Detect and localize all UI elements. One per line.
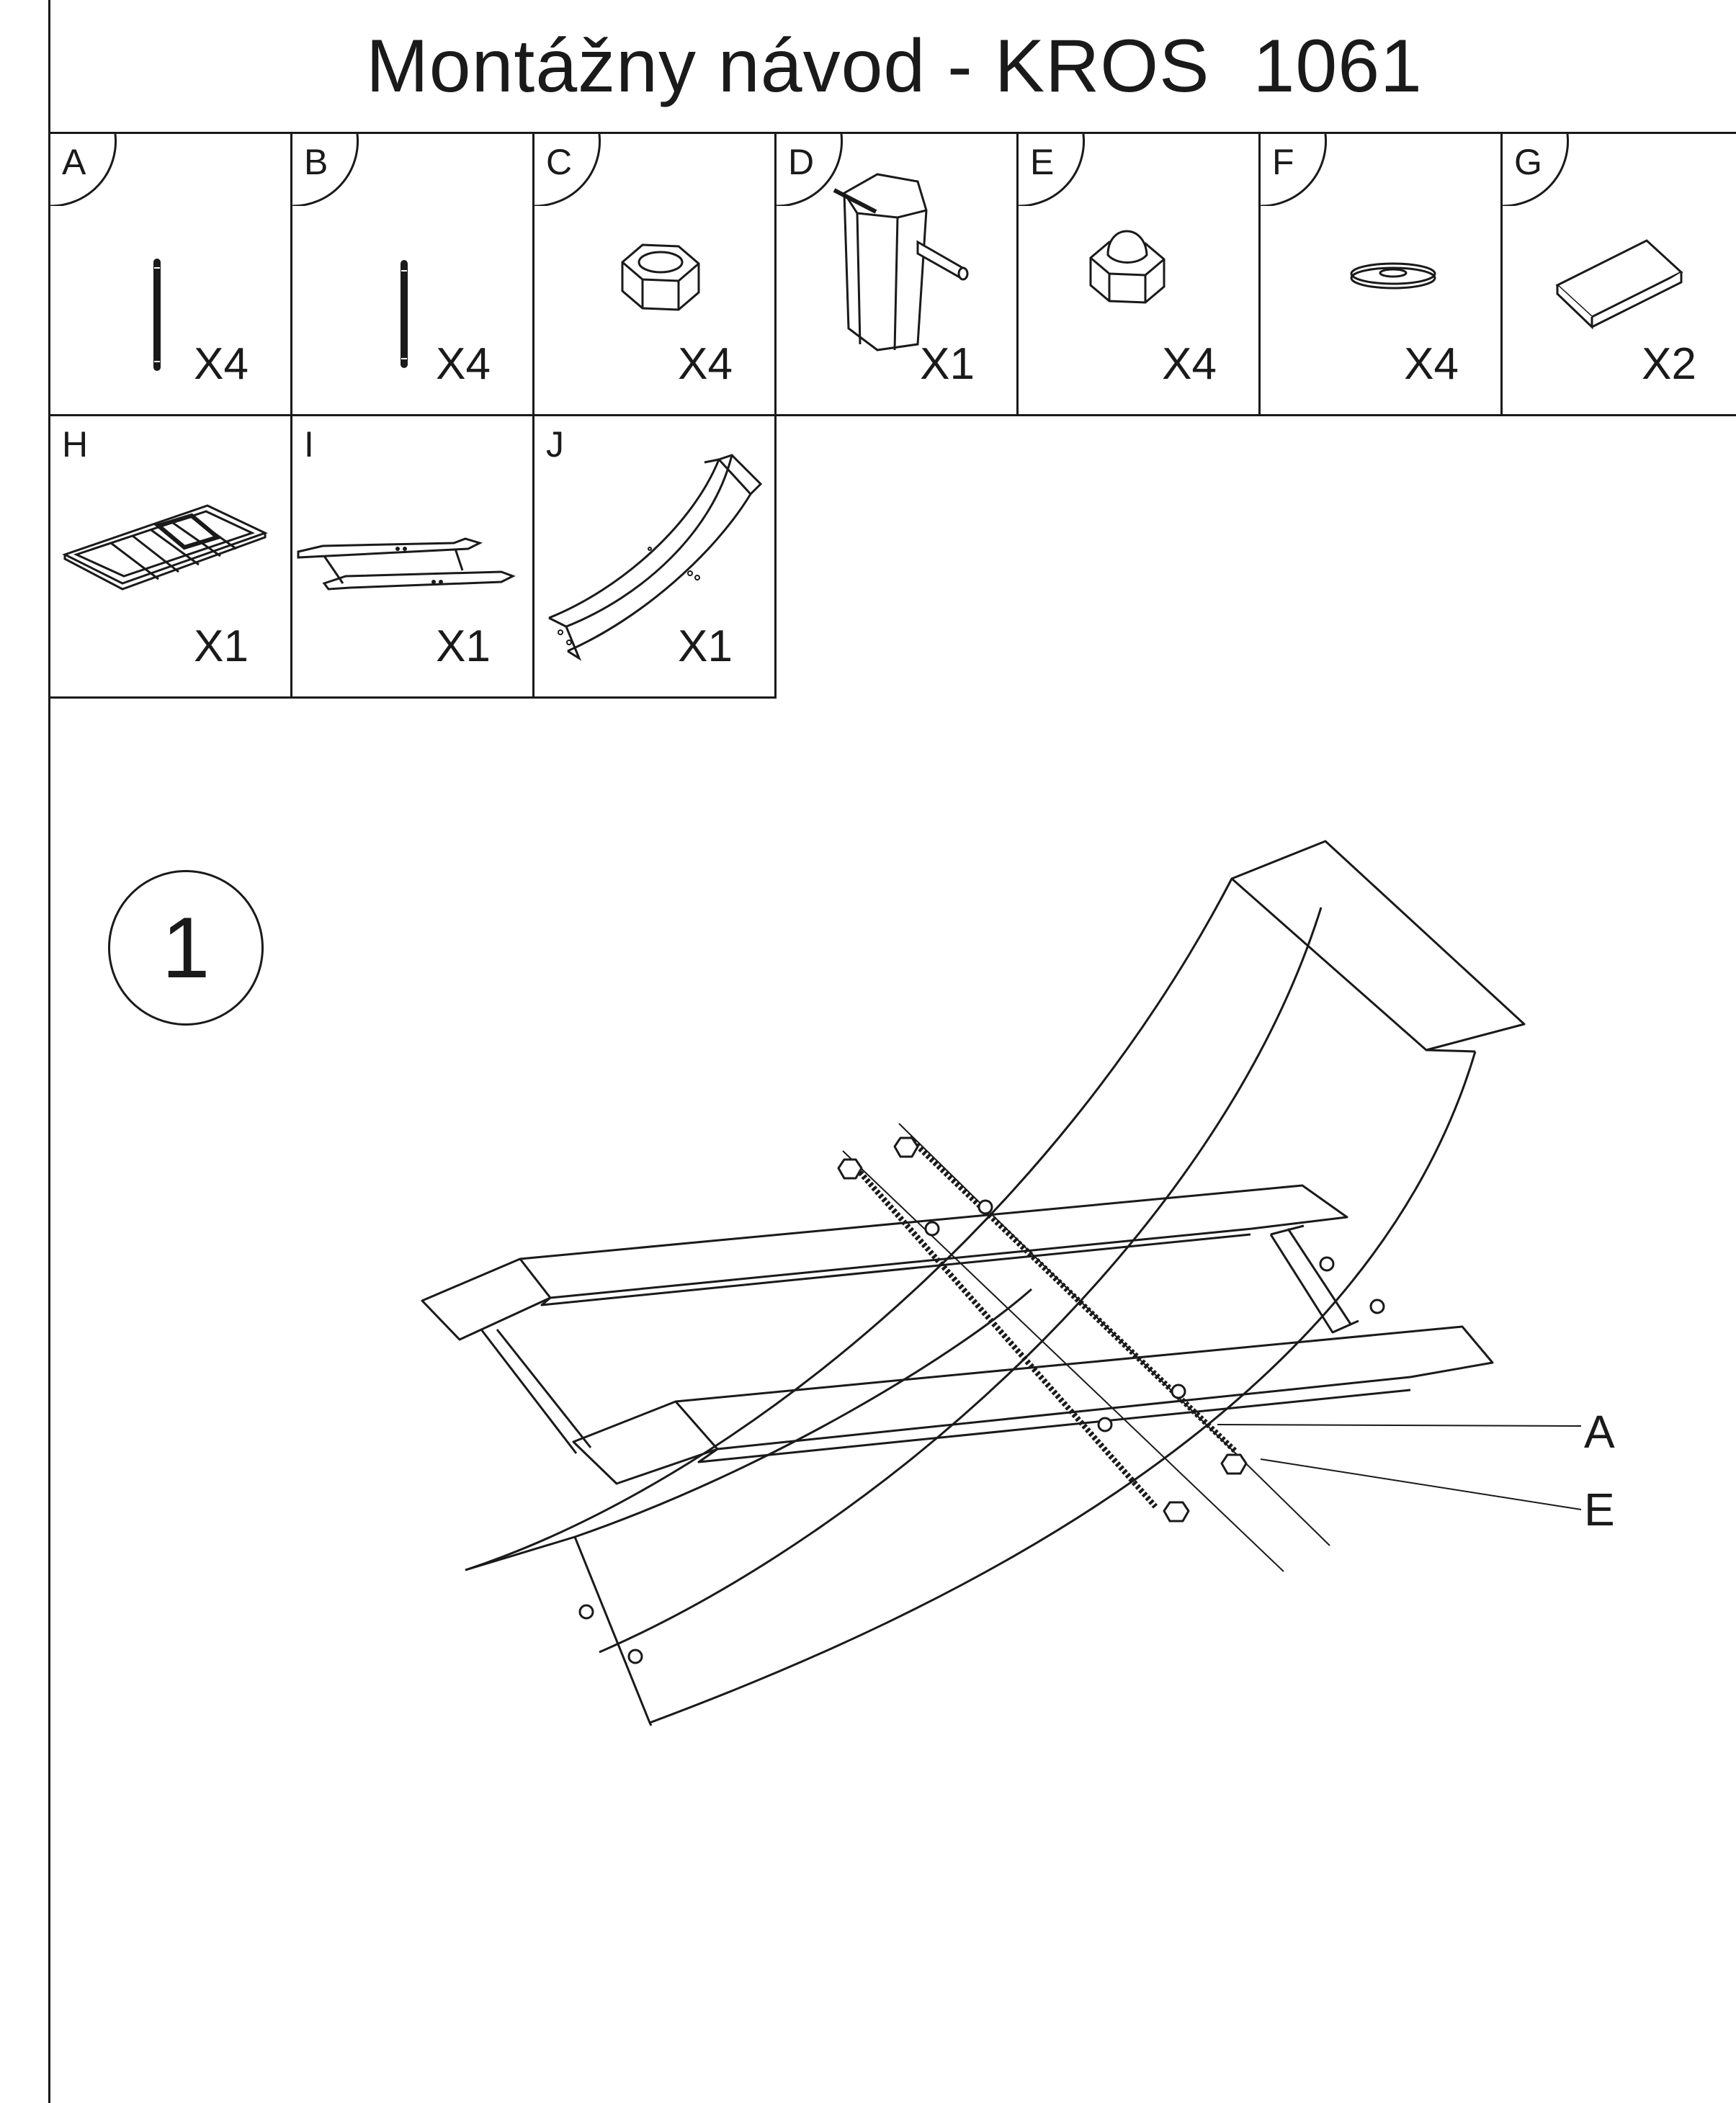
part-cell-h: H X1 bbox=[50, 416, 292, 699]
step-number: 1 bbox=[161, 900, 210, 996]
base-frame-icon bbox=[297, 537, 516, 591]
part-quantity: X1 bbox=[920, 339, 975, 389]
part-cell-g: G X2 bbox=[1503, 134, 1736, 416]
part-cell-e: E X4 bbox=[1019, 134, 1261, 416]
part-quantity: X1 bbox=[678, 622, 733, 671]
part-quantity: X2 bbox=[1642, 339, 1696, 389]
assembly-illustration bbox=[421, 840, 1582, 1726]
part-quantity: X4 bbox=[194, 339, 249, 389]
corner-arc bbox=[50, 134, 117, 206]
part-cell-j: J X1 bbox=[534, 416, 777, 699]
instruction-sheet: Montážny návod -KROS 1061 A X4 B X4 C bbox=[48, 0, 1736, 2103]
bolt-icon bbox=[401, 260, 408, 368]
part-quantity: X4 bbox=[678, 339, 733, 389]
part-letter: D bbox=[788, 142, 815, 182]
right-end-bar bbox=[1269, 1228, 1359, 1334]
part-letter: I bbox=[304, 424, 314, 465]
corner-arc bbox=[1503, 134, 1570, 206]
part-quantity: X4 bbox=[436, 339, 491, 389]
part-cell-b: B X4 bbox=[292, 134, 534, 416]
callout-label-e: E bbox=[1584, 1484, 1615, 1535]
part-cell-f: F X4 bbox=[1261, 134, 1503, 416]
corner-arc bbox=[534, 134, 601, 206]
part-cell-d: D X1 bbox=[777, 134, 1019, 416]
model-number: 1061 bbox=[1253, 24, 1423, 108]
part-cell-i: I X1 bbox=[292, 416, 534, 699]
part-letter: B bbox=[304, 142, 328, 182]
part-letter: H bbox=[62, 424, 89, 465]
part-letter: G bbox=[1514, 142, 1542, 182]
part-quantity: X4 bbox=[1404, 339, 1459, 389]
curved-leg bbox=[465, 878, 1233, 1571]
part-letter: C bbox=[546, 142, 573, 182]
corner-arc bbox=[1019, 134, 1086, 206]
corner-arc bbox=[292, 134, 359, 206]
part-letter: F bbox=[1272, 142, 1294, 182]
left-end-bar bbox=[480, 1329, 592, 1454]
cap-nut-icon bbox=[1089, 230, 1165, 304]
threaded-rod-a-left bbox=[848, 1159, 1158, 1509]
cap-nut-icon bbox=[837, 1136, 1248, 1523]
washer-icon bbox=[1350, 262, 1436, 290]
callout-line-a bbox=[1217, 1424, 1582, 1427]
part-letter: E bbox=[1030, 142, 1055, 182]
model-name: KROS bbox=[994, 24, 1210, 108]
part-cell-a: A X4 bbox=[50, 134, 292, 416]
felt-pad-icon bbox=[1555, 239, 1683, 330]
hex-wrench-icon bbox=[833, 173, 969, 351]
corner-arc bbox=[777, 134, 844, 206]
part-quantity: X1 bbox=[194, 622, 249, 671]
corner-arc bbox=[1261, 134, 1328, 206]
table-frame-icon bbox=[62, 504, 268, 591]
title-bar: Montážny návod -KROS 1061 bbox=[50, 0, 1736, 134]
curved-leg-icon bbox=[548, 454, 763, 661]
back-rail bbox=[421, 1184, 1348, 1341]
front-rail bbox=[572, 1325, 1494, 1485]
part-letter: A bbox=[62, 142, 86, 182]
part-letter: J bbox=[546, 424, 564, 465]
hex-nut-icon bbox=[621, 243, 700, 311]
part-quantity: X1 bbox=[436, 622, 491, 671]
part-quantity: X4 bbox=[1162, 339, 1217, 389]
part-cell-c: C X4 bbox=[534, 134, 777, 416]
title-text: Montážny návod - bbox=[366, 24, 973, 108]
callout-label-a: A bbox=[1584, 1406, 1615, 1458]
callout-line-e bbox=[1260, 1458, 1582, 1510]
long-bolt-icon bbox=[153, 259, 161, 371]
step-number-circle: 1 bbox=[108, 870, 264, 1026]
